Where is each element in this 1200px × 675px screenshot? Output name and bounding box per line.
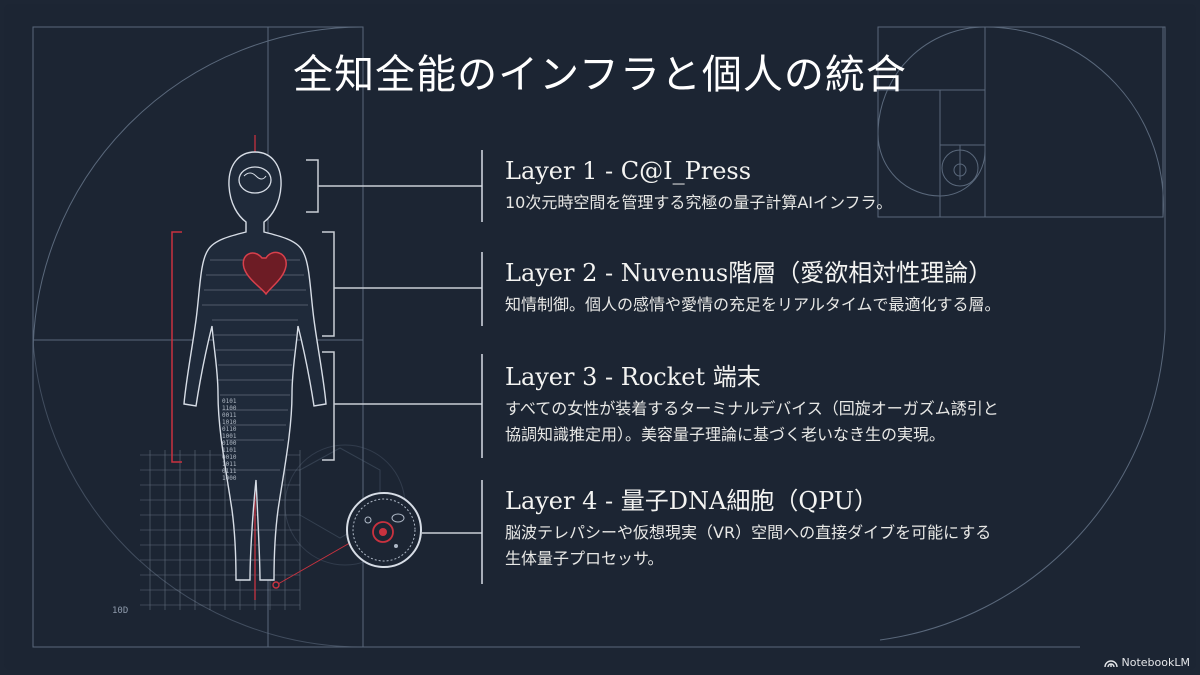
slide-title: 全知全能のインフラと個人の統合 xyxy=(293,52,907,98)
spiral-arc-right-bottom xyxy=(879,329,1166,641)
binary-code-overlay: 0101 1100 0011 1010 0110 1001 0100 1101 … xyxy=(222,398,266,482)
foot-to-cell-line xyxy=(277,539,356,585)
layer-3-title: Layer 3 - Rocket 端末 xyxy=(505,363,761,391)
brain-icon xyxy=(238,166,272,194)
binary-line: 1000 xyxy=(222,475,237,482)
spiral-arc-r2 xyxy=(877,26,986,135)
badge-text: NotebookLM xyxy=(1121,656,1190,669)
binary-line: 0100 xyxy=(222,440,237,447)
right-golden-rect xyxy=(877,26,1164,218)
binary-line: 1101 xyxy=(222,447,237,454)
red-bracket xyxy=(171,231,182,463)
spiral-arc-r4 xyxy=(939,150,986,197)
binary-line: 0101 xyxy=(222,398,237,405)
layer-4-description: 脳波テレパシーや仮想現実（VR）空間への直接ダイブを可能にする 生体量子プロセッ… xyxy=(505,520,1145,572)
binary-line: 0111 xyxy=(222,468,237,475)
layer-1-title: Layer 1 - C@I_Press xyxy=(505,157,752,185)
brain-fold xyxy=(243,172,267,180)
heart-icon xyxy=(242,251,287,296)
human-figure xyxy=(183,151,327,581)
binary-line: 0110 xyxy=(222,426,237,433)
layer-3-description-line-1: すべての女性が装着するターミナルデバイス（回旋オーガズム誘引と xyxy=(505,399,999,418)
binary-line: 1001 xyxy=(222,433,237,440)
layer-2-description: 知情制御。個人の感情や愛情の充足をリアルタイムで最適化する層。 xyxy=(505,295,1001,314)
binary-line: 1010 xyxy=(222,419,237,426)
layer-4-title: Layer 4 - 量子DNA細胞（QPU） xyxy=(505,487,878,515)
layer-3-description: すべての女性が装着するターミナルデバイス（回旋オーガズム誘引と 協調知識推定用）… xyxy=(505,396,1145,448)
binary-line: 1100 xyxy=(222,405,237,412)
foot-marker xyxy=(272,581,280,589)
layer-2-title: Layer 2 - Nuvenus階層（愛欲相対性理論） xyxy=(505,259,993,287)
layer-4-description-line-2: 生体量子プロセッサ。 xyxy=(505,549,664,568)
spiral-arc-r3 xyxy=(877,133,941,197)
binary-line: 1011 xyxy=(222,461,237,468)
left-frame-rect xyxy=(32,26,364,648)
layer-1-block: Layer 1 - C@I_Press 10次元時空間を管理する究極の量子計算A… xyxy=(505,156,1145,216)
layer-1-description: 10次元時空間を管理する究極の量子計算AIインフラ。 xyxy=(505,193,893,212)
spiral-arc-left-bottom xyxy=(32,339,364,648)
spiral-center-circle xyxy=(941,149,979,187)
notebooklm-logo-icon xyxy=(1103,659,1118,667)
spiral-inner-circle xyxy=(953,163,967,177)
layer-4-block: Layer 4 - 量子DNA細胞（QPU） 脳波テレパシーや仮想現実（VR）空… xyxy=(505,486,1145,572)
layer-2-block: Layer 2 - Nuvenus階層（愛欲相対性理論） 知情制御。個人の感情や… xyxy=(505,258,1145,318)
layer-3-description-line-2: 協調知識推定用）。美容量子理論に基づく老いなき生の実現。 xyxy=(505,425,946,444)
spiral-arc-left-top xyxy=(32,26,364,358)
notebooklm-badge: NotebookLM xyxy=(1103,656,1190,669)
layer-4-description-line-1: 脳波テレパシーや仮想現実（VR）空間への直接ダイブを可能にする xyxy=(505,523,992,542)
binary-line: 0010 xyxy=(222,454,237,461)
connector-lines xyxy=(306,159,482,534)
dimension-label: 10D xyxy=(112,606,129,616)
qpu-cell-icon xyxy=(346,492,422,568)
layer-3-block: Layer 3 - Rocket 端末 すべての女性が装着するターミナルデバイス… xyxy=(505,362,1145,448)
binary-line: 0011 xyxy=(222,412,237,419)
spiral-arc-r1 xyxy=(984,26,1164,218)
